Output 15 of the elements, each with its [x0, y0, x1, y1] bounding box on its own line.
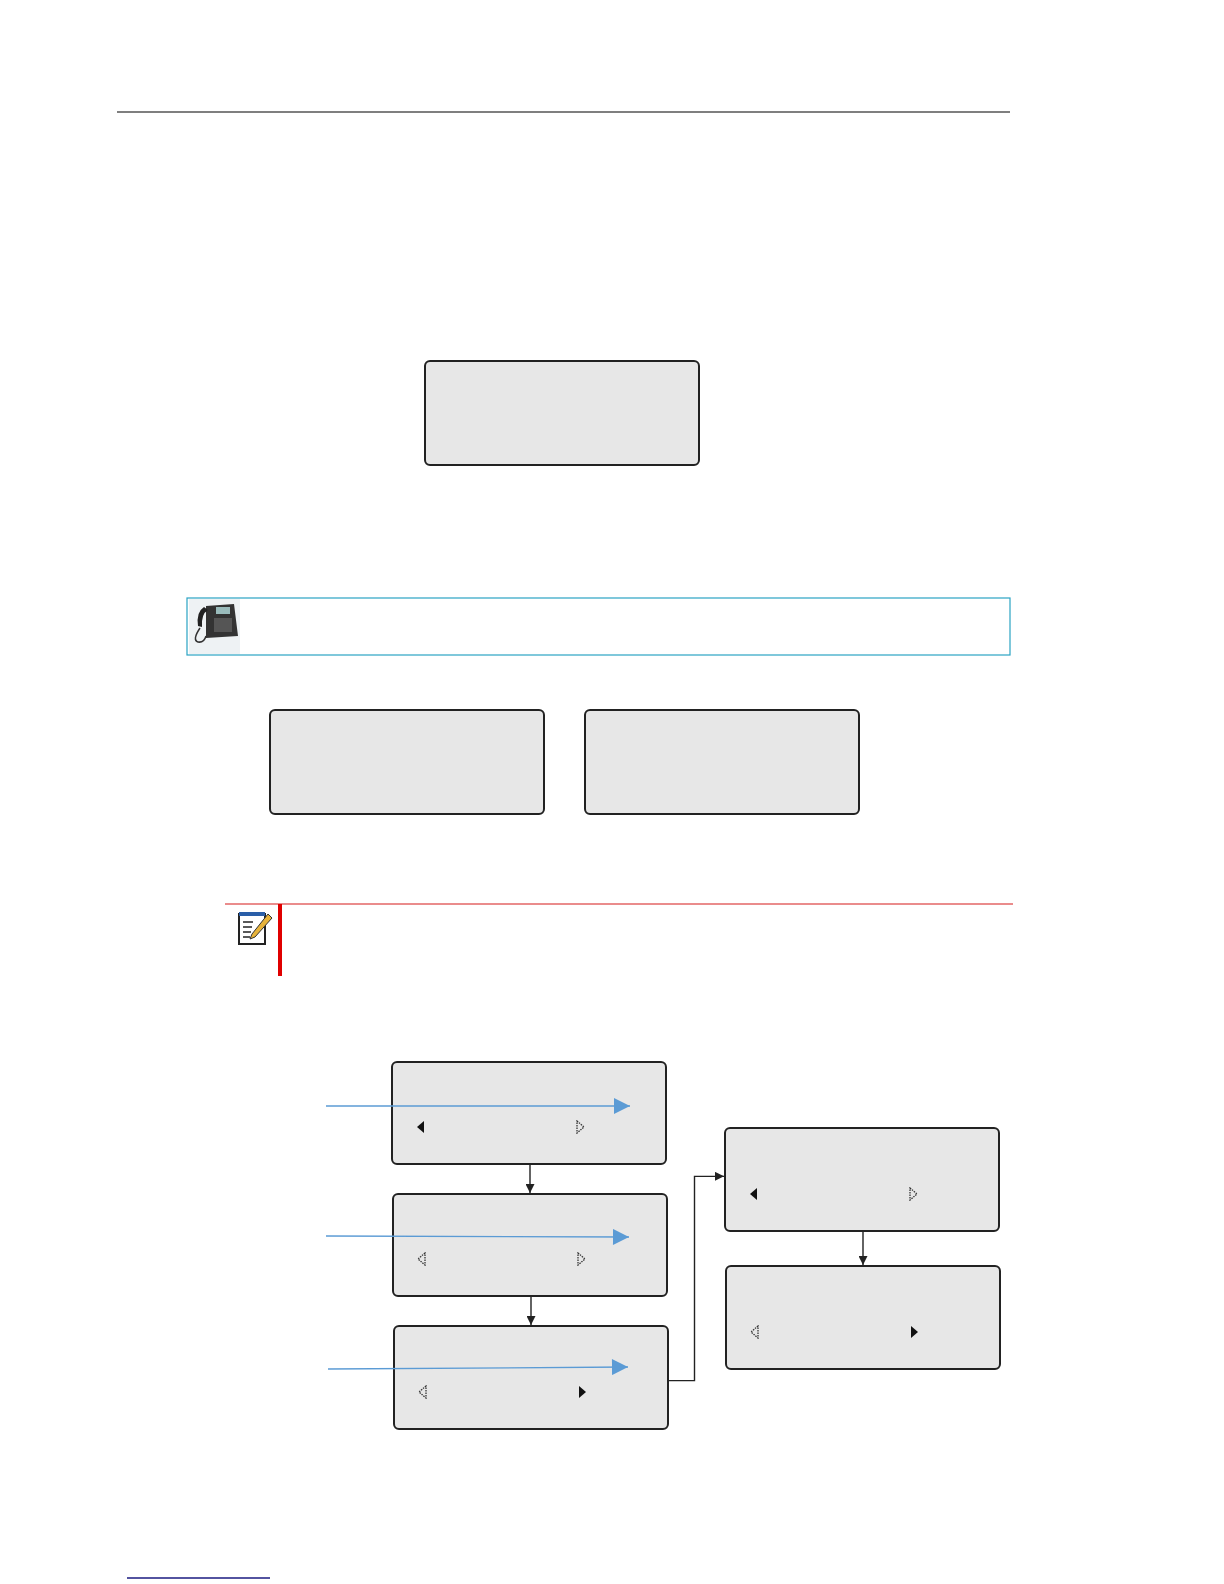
arrow — [858, 1231, 868, 1266]
display-screen — [393, 1325, 669, 1430]
arrow — [668, 1171, 725, 1382]
arrow — [526, 1296, 536, 1326]
display-screen — [724, 1127, 1000, 1232]
display-screen — [391, 1061, 667, 1165]
display-screen — [392, 1193, 668, 1297]
arrow — [325, 1098, 631, 1114]
display-screen — [269, 709, 545, 815]
display-screen — [584, 709, 860, 815]
display-screen — [725, 1265, 1001, 1370]
arrow — [325, 1228, 630, 1245]
arrow — [327, 1359, 629, 1376]
arrow — [525, 1164, 535, 1194]
display-screen — [424, 360, 700, 466]
